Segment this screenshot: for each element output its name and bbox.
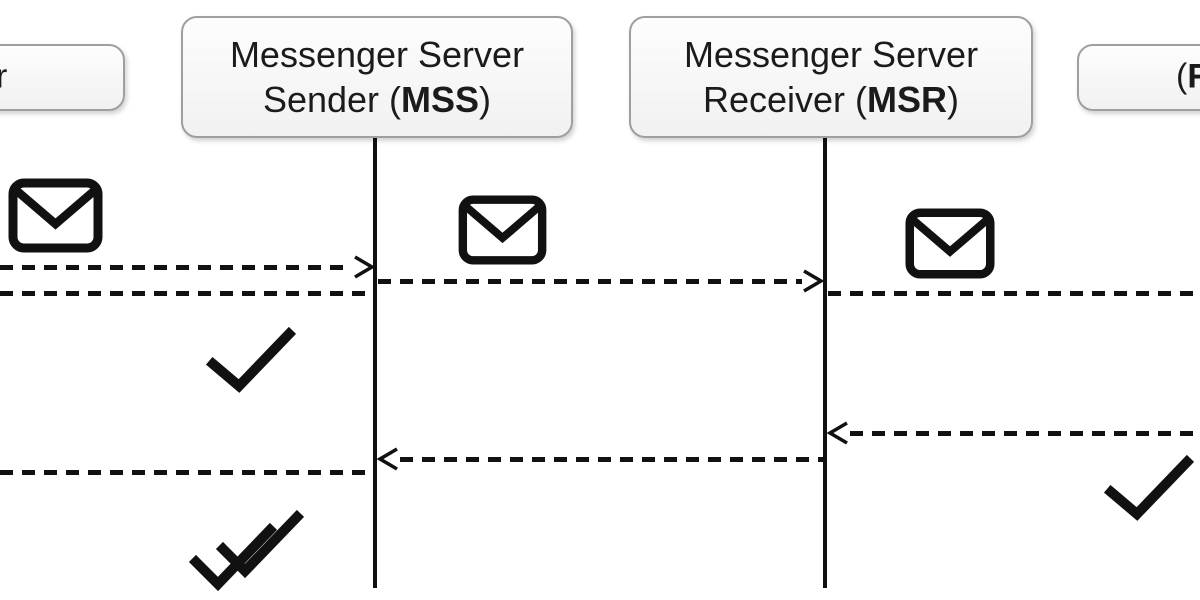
- ack-line-msr-to-mss: [400, 457, 823, 462]
- ack-line-mss-to-sender-2: [0, 470, 372, 475]
- ack-line-mss-to-sender: [0, 291, 372, 296]
- arrowhead-left-icon: [826, 421, 848, 445]
- msr-lifeline: [823, 138, 827, 588]
- mss-label-line1: Messenger Server: [229, 34, 525, 75]
- arrowhead-right-icon: [803, 269, 825, 293]
- msr-label-line2: Receiver (MSR): [702, 79, 960, 120]
- actor-box-right-partial: (R: [1077, 44, 1200, 111]
- arrowhead-right-icon: [354, 255, 376, 279]
- left-actor-label-fragment: r: [0, 57, 8, 96]
- mss-abbr: MSS: [401, 79, 480, 120]
- ack-line-receiver-to-msr: [850, 431, 1200, 436]
- single-check-icon: [1103, 454, 1195, 521]
- double-check-icon: [188, 510, 305, 592]
- mss-lifeline: [373, 138, 377, 588]
- actor-box-msr: Messenger Server Receiver (MSR): [629, 16, 1033, 138]
- actor-box-left-partial: r: [0, 44, 125, 111]
- mss-label-line2: Sender (MSS): [262, 79, 492, 120]
- msr-abbr: MSR: [867, 79, 948, 120]
- arrowhead-left-icon: [376, 447, 398, 471]
- actor-box-mss: Messenger Server Sender (MSS): [181, 16, 573, 138]
- envelope-icon: [8, 178, 103, 253]
- single-check-icon: [205, 326, 297, 393]
- msr-label-line1: Messenger Server: [683, 34, 979, 75]
- message-line-msr-to-receiver: [828, 291, 1200, 296]
- envelope-icon: [458, 195, 547, 265]
- right-actor-label-fragment: (R: [1176, 57, 1200, 96]
- message-line-mss-to-msr: [378, 279, 802, 284]
- envelope-icon: [905, 208, 995, 279]
- message-line-sender-to-mss: [0, 265, 352, 270]
